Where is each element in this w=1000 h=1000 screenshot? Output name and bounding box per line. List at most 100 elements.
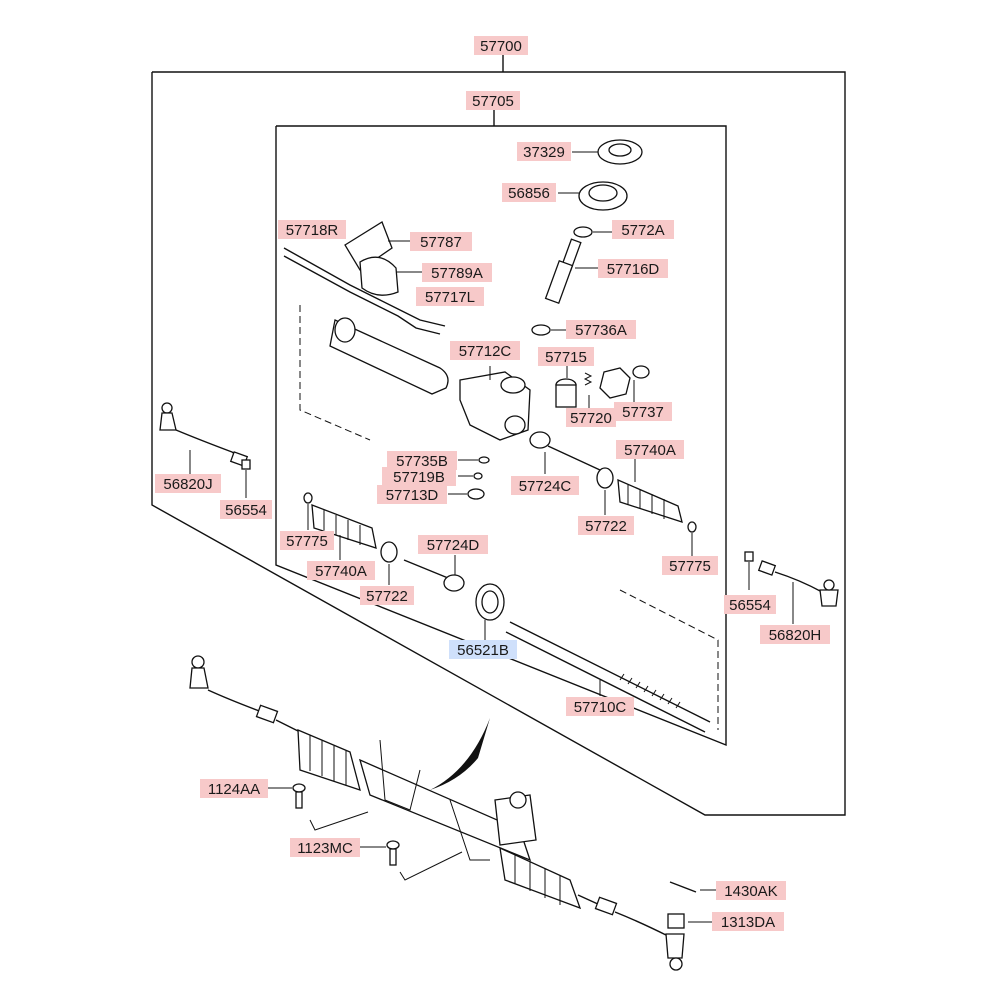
label-57710C[interactable]: 57710C — [566, 697, 634, 716]
spring-part — [583, 372, 593, 408]
cotter-pin-part — [669, 881, 716, 893]
label-57724C-text: 57724C — [519, 478, 572, 495]
label-1123MC-text: 1123MC — [297, 840, 353, 857]
label-57722-left[interactable]: 57722 — [360, 586, 414, 605]
bellows-left-part — [311, 504, 377, 560]
label-57705-text: 57705 — [472, 93, 514, 110]
label-1124AA[interactable]: 1124AA — [200, 779, 268, 798]
label-57719B[interactable]: 57719B — [382, 467, 456, 486]
castle-nut-part — [667, 913, 712, 929]
label-57736A[interactable]: 57736A — [566, 320, 636, 339]
label-57713D[interactable]: 57713D — [377, 485, 447, 504]
adjust-plug-part — [599, 365, 650, 402]
label-56820H[interactable]: 56820H — [760, 625, 830, 644]
label-57722-right-text: 57722 — [585, 518, 627, 535]
label-37329-text: 37329 — [523, 144, 565, 161]
label-57720-text: 57720 — [570, 410, 612, 427]
oring-part — [573, 226, 612, 238]
label-57775-right[interactable]: 57775 — [662, 556, 718, 575]
full-assembly-drawing — [189, 655, 685, 971]
label-57735B[interactable]: 57735B — [387, 451, 457, 470]
label-57787-text: 57787 — [420, 234, 462, 251]
label-56554-left-text: 56554 — [225, 502, 267, 519]
snap-ring-part — [531, 324, 566, 336]
label-57740A-right[interactable]: 57740A — [616, 440, 684, 459]
label-57710C-text: 57710C — [574, 699, 627, 716]
label-57736A-text: 57736A — [575, 322, 627, 339]
band-clip-right-part — [687, 521, 697, 556]
label-56856[interactable]: 56856 — [502, 183, 556, 202]
feed-pipe-part — [283, 247, 446, 335]
label-56521B[interactable]: 56521B — [449, 640, 517, 659]
label-57724C[interactable]: 57724C — [511, 476, 579, 495]
label-57712C[interactable]: 57712C — [450, 341, 520, 360]
label-57724D[interactable]: 57724D — [418, 535, 488, 554]
label-57787[interactable]: 57787 — [410, 232, 472, 251]
label-56820J[interactable]: 56820J — [155, 474, 221, 493]
bracket-part — [344, 221, 422, 296]
small-fittings-part — [448, 456, 490, 500]
yoke-part — [555, 366, 577, 408]
label-57789A-text: 57789A — [431, 265, 483, 282]
inner-tie-rod-left-part — [403, 555, 465, 592]
label-57720[interactable]: 57720 — [566, 408, 616, 427]
label-57715-text: 57715 — [545, 349, 587, 366]
label-57717L-text: 57717L — [425, 289, 475, 306]
label-57718R-text: 57718R — [286, 222, 339, 239]
label-1430AK[interactable]: 1430AK — [716, 881, 786, 900]
housing-dashed-outline — [299, 305, 719, 730]
label-57722-right[interactable]: 57722 — [578, 516, 634, 535]
bellows-right-part — [617, 458, 683, 523]
gear-housing-part — [329, 317, 531, 441]
label-56856-text: 56856 — [508, 185, 550, 202]
label-57700[interactable]: 57700 — [474, 36, 528, 55]
label-56554-right[interactable]: 56554 — [724, 595, 776, 614]
label-1430AK-text: 1430AK — [724, 883, 777, 900]
label-56820H-text: 56820H — [769, 627, 822, 644]
label-5772A[interactable]: 5772A — [612, 220, 674, 239]
label-57789A[interactable]: 57789A — [422, 263, 492, 282]
bolt-1124AA-part — [268, 783, 369, 831]
label-57737-text: 57737 — [622, 404, 664, 421]
label-57775-left-text: 57775 — [286, 533, 328, 550]
label-57740A-left-text: 57740A — [315, 563, 367, 580]
label-57775-left[interactable]: 57775 — [280, 531, 334, 550]
label-57740A-left[interactable]: 57740A — [307, 561, 375, 580]
label-56554-right-text: 56554 — [729, 597, 771, 614]
cap-part — [558, 181, 628, 211]
label-37329[interactable]: 37329 — [517, 142, 571, 161]
label-56554-left[interactable]: 56554 — [220, 500, 272, 519]
label-1124AA-text: 1124AA — [208, 781, 260, 798]
label-56521B-text: 56521B — [457, 642, 509, 659]
label-57715[interactable]: 57715 — [538, 347, 594, 366]
clamp-left-part — [380, 541, 398, 585]
label-57719B-text: 57719B — [393, 469, 445, 486]
label-57737[interactable]: 57737 — [614, 402, 672, 421]
label-5772A-text: 5772A — [621, 222, 664, 239]
label-57713D-text: 57713D — [386, 487, 439, 504]
label-57775-right-text: 57775 — [669, 558, 711, 575]
inner-tie-rod-right-part — [529, 431, 601, 474]
pinion-shaft-part — [544, 238, 598, 305]
label-56820J-text: 56820J — [163, 476, 212, 493]
label-1123MC[interactable]: 1123MC — [290, 838, 360, 857]
label-57722-left-text: 57722 — [366, 588, 408, 605]
label-57716D[interactable]: 57716D — [598, 259, 668, 278]
dust-cover-part — [572, 139, 643, 165]
label-57717L[interactable]: 57717L — [416, 287, 484, 306]
label-57712C-text: 57712C — [459, 343, 512, 360]
bushing-part — [475, 583, 505, 640]
label-57735B-text: 57735B — [396, 453, 448, 470]
clamp-right-part — [596, 467, 614, 515]
rack-bar-part — [505, 621, 711, 733]
bolt-1123MC-part — [360, 840, 463, 881]
label-57740A-right-text: 57740A — [624, 442, 676, 459]
label-57718R[interactable]: 57718R — [278, 220, 346, 239]
label-1313DA[interactable]: 1313DA — [712, 912, 784, 931]
band-clip-left-part — [303, 492, 313, 530]
lock-nut-right-part — [744, 551, 754, 590]
label-57700-text: 57700 — [480, 38, 522, 55]
detail-arrow-icon — [430, 718, 490, 790]
label-57705[interactable]: 57705 — [466, 91, 520, 110]
